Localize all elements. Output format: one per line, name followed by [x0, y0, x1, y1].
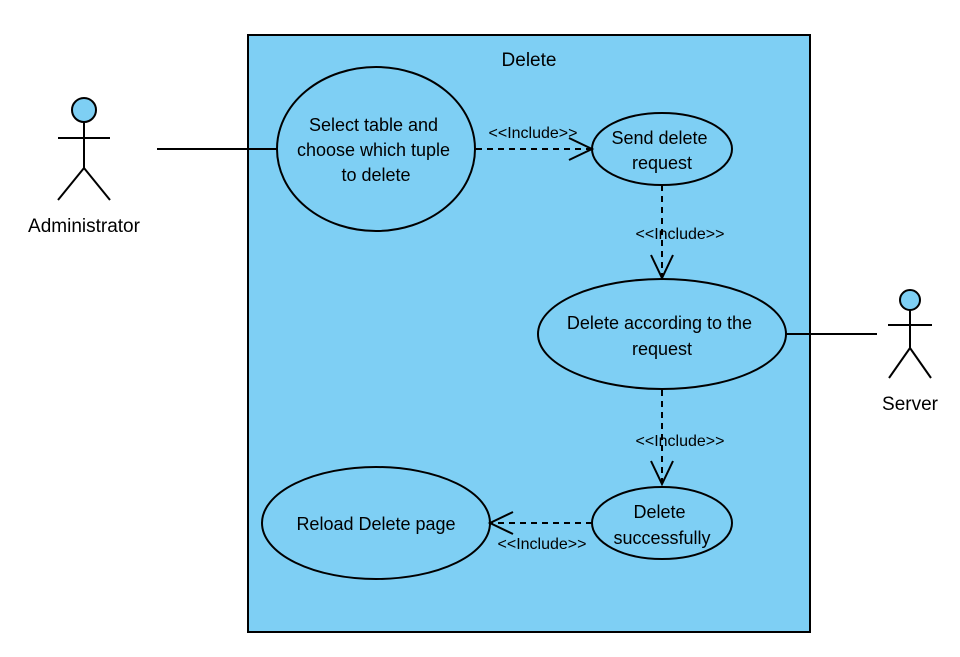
actor-server[interactable]: Server [882, 289, 939, 415]
use-case-reload-page-label: Reload Delete page [296, 514, 455, 534]
use-case-delete-according[interactable]: Delete according to the request [537, 278, 787, 390]
actor-administrator-head-icon [71, 97, 97, 123]
use-case-select-table-label: Select table and choose which tuple to d… [297, 115, 455, 185]
actor-administrator-label: Administrator [28, 216, 141, 237]
include-relation-3: <<Include>> [636, 390, 725, 487]
use-case-delete-successfully-label: Delete successfully [613, 502, 710, 548]
use-case-delete-according-label: Delete according to the request [567, 313, 757, 359]
include-label-4: <<Include>> [498, 536, 587, 553]
use-case-select-table[interactable]: Select table and choose which tuple to d… [276, 66, 476, 232]
actor-server-label: Server [882, 394, 939, 415]
use-case-send-request[interactable]: Send delete request [591, 112, 733, 186]
use-case-reload-page[interactable]: Reload Delete page [261, 466, 491, 580]
system-boundary [247, 34, 811, 633]
include-label-3: <<Include>> [636, 433, 725, 450]
actor-administrator[interactable]: Administrator [28, 97, 141, 237]
include-label-1: <<Include>> [489, 125, 578, 142]
include-label-2: <<Include>> [636, 226, 725, 243]
actor-server-head-icon [899, 289, 921, 311]
include-relation-2: <<Include>> [636, 185, 725, 281]
system-title: Delete [502, 50, 557, 71]
use-case-send-request-label: Send delete request [611, 128, 712, 173]
use-case-delete-successfully[interactable]: Delete successfully [591, 486, 733, 560]
